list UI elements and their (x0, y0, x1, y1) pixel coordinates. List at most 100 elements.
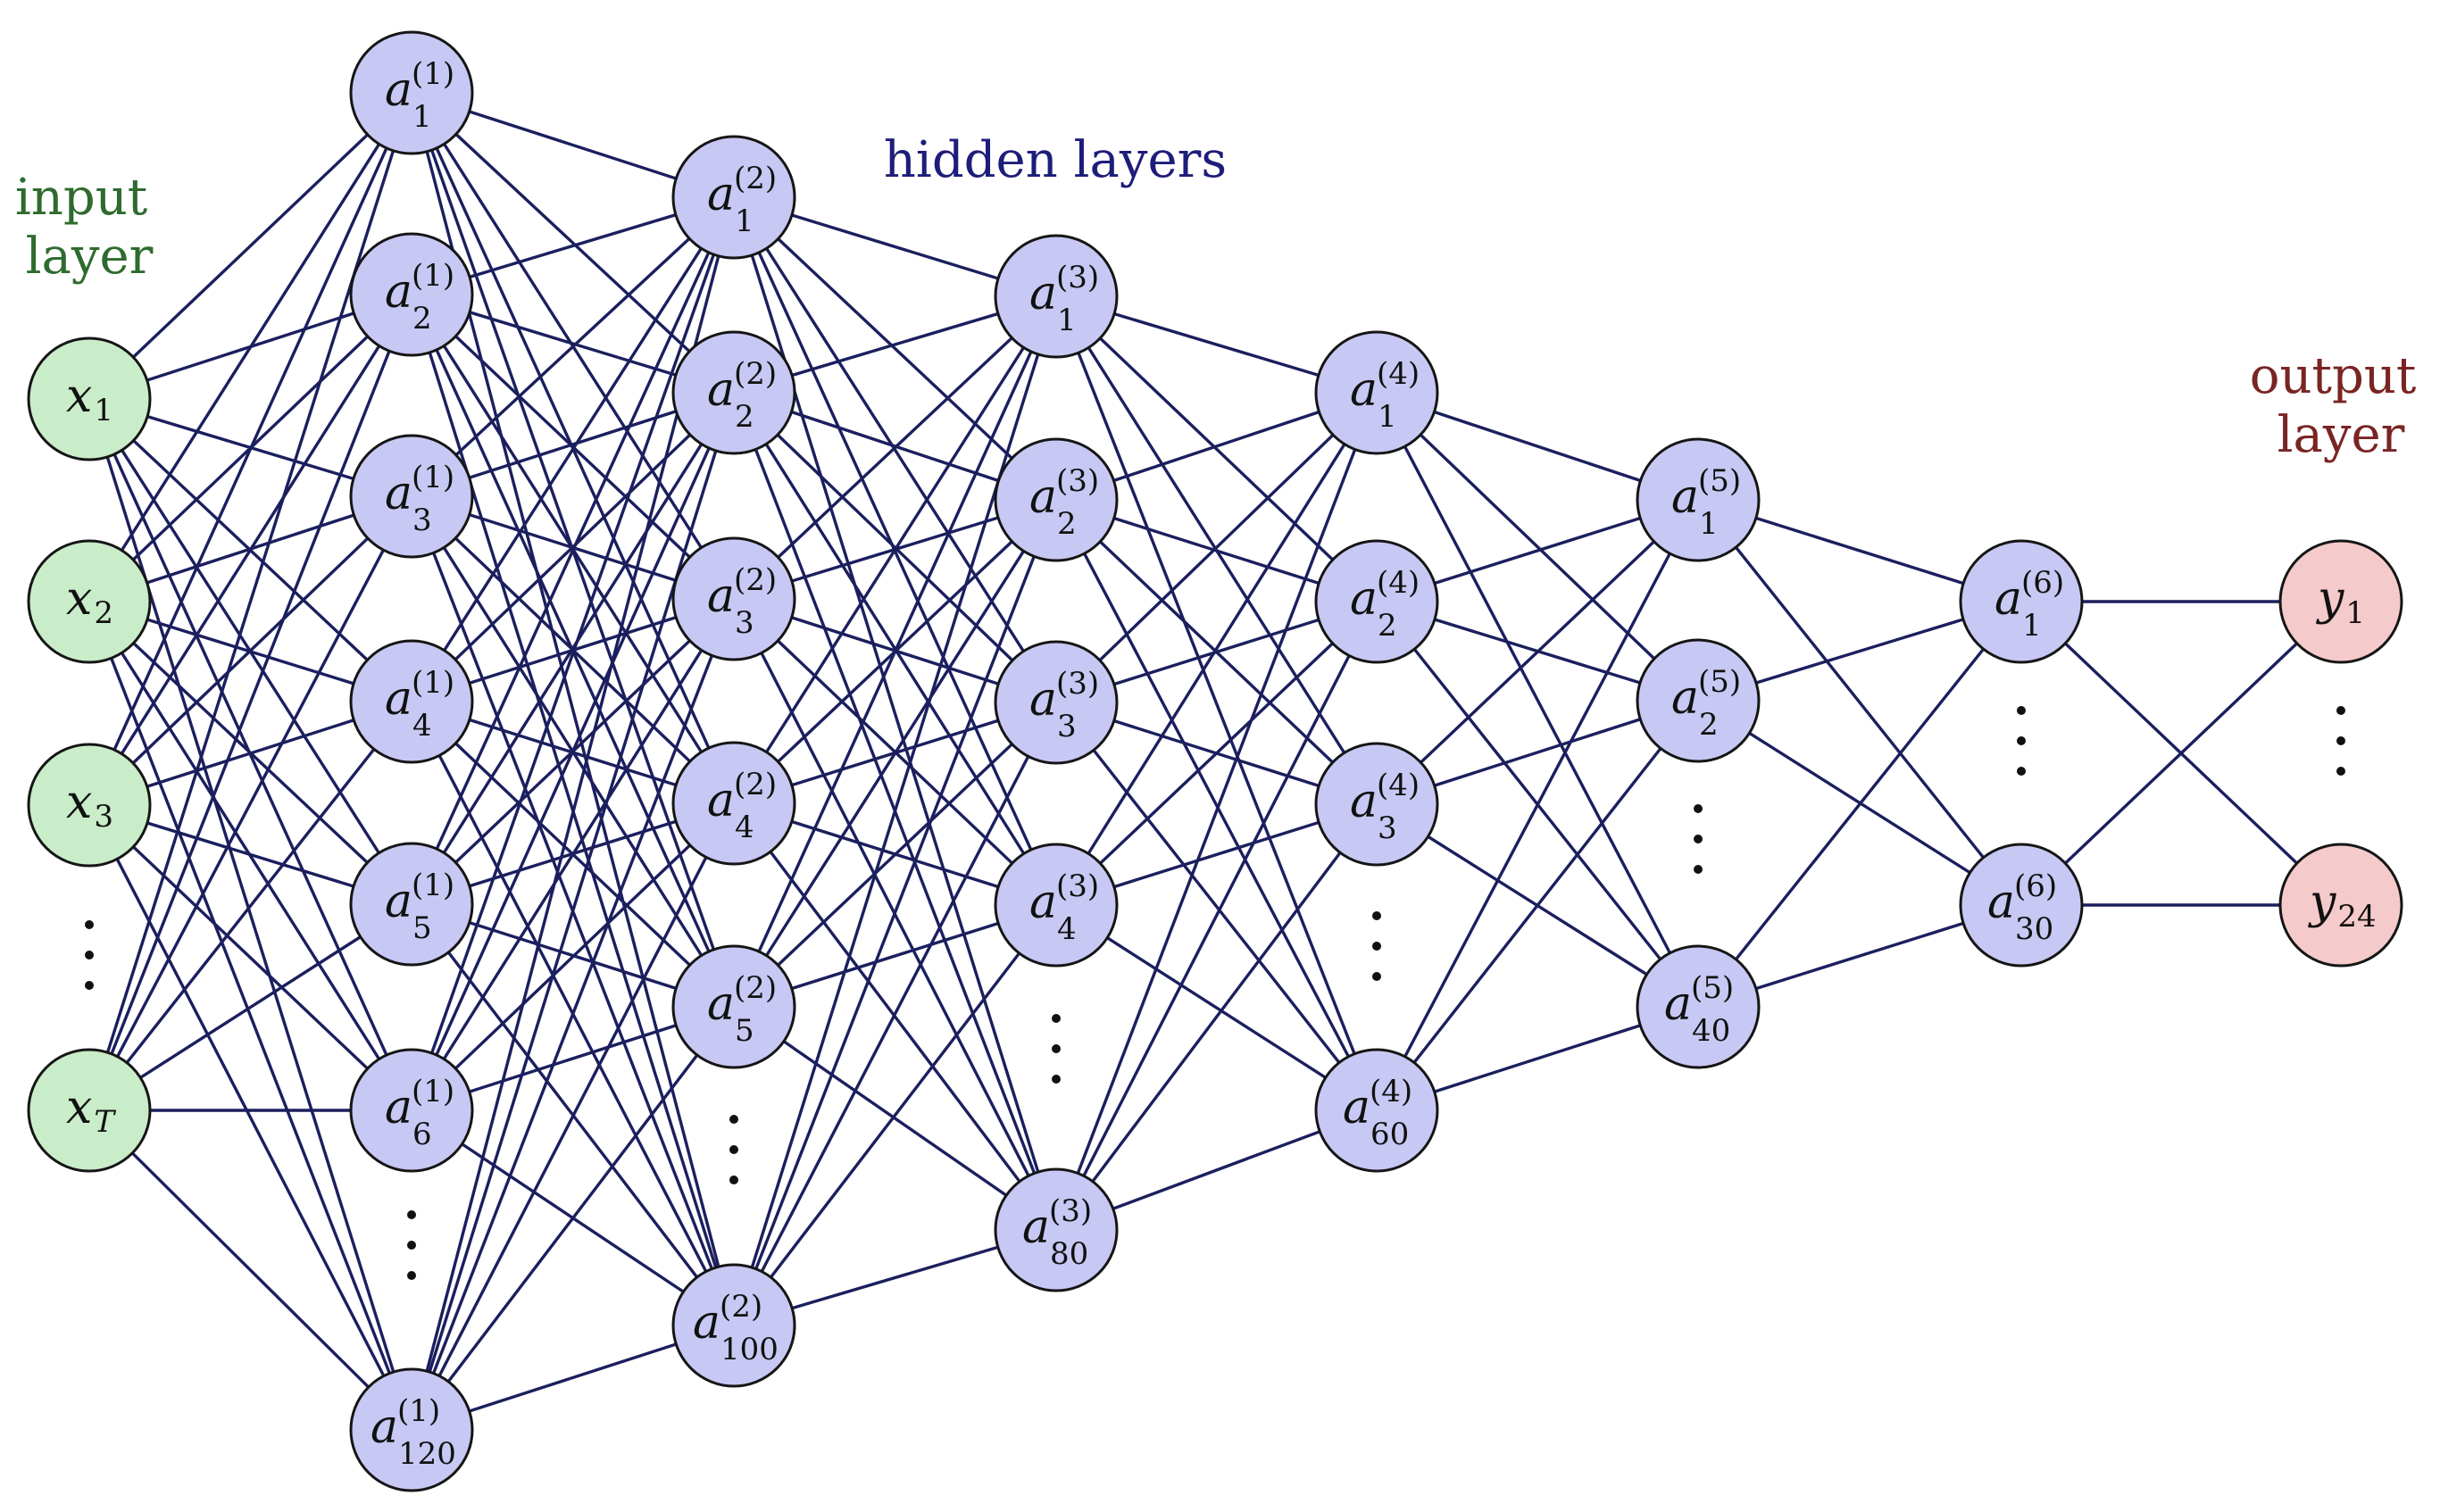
node-circle (27, 1048, 152, 1173)
node-circle (671, 741, 796, 866)
edge (732, 295, 1058, 601)
node-label: a (385, 672, 412, 726)
edge (732, 295, 1058, 1008)
node-hidden-3-1: a(3)1 (994, 234, 1119, 359)
edge (87, 495, 413, 1111)
node-variable: a (1671, 470, 1699, 524)
edge (732, 195, 1058, 502)
edge (410, 392, 736, 905)
edge (1054, 295, 1378, 1111)
edge (732, 903, 1058, 1327)
node-variable: a (1350, 572, 1378, 626)
node-label: a (1350, 572, 1378, 626)
node-superscript: (2) (720, 1289, 762, 1325)
edge (410, 598, 736, 1431)
node-input-2: x2 (27, 539, 152, 664)
edge (1375, 391, 1700, 702)
edge (1054, 600, 1378, 907)
node-variable: a (371, 1400, 398, 1454)
edge (87, 803, 413, 1112)
node-circle (349, 639, 474, 764)
node-input-1: x1 (27, 336, 152, 461)
node-variable: a (1664, 977, 1692, 1031)
node-subscript: 1 (1057, 303, 1077, 338)
node-superscript: (2) (734, 161, 777, 196)
edge (1054, 392, 1378, 906)
edge (87, 294, 413, 1111)
node-input-3: x3 (27, 743, 152, 868)
edge (1055, 903, 1378, 1112)
node-subscript: 1 (735, 204, 754, 239)
node-label: a (1671, 671, 1699, 725)
node-label: a (385, 265, 412, 319)
node-superscript: (2) (734, 767, 777, 802)
node-circle (994, 234, 1119, 359)
node-subscript: 60 (1370, 1117, 1409, 1152)
input-caption-line-1: input (15, 169, 148, 227)
edge (410, 196, 736, 702)
node-variable: a (1022, 1200, 1050, 1254)
node-hidden-6-30: a(6)30 (1959, 843, 2084, 968)
node-superscript: (1) (397, 1393, 440, 1429)
edge (88, 902, 412, 1112)
edge (1054, 295, 1378, 603)
node-label: a (707, 168, 735, 221)
edge (87, 1109, 413, 1432)
node-subscript: 2 (735, 399, 754, 435)
node-variable: a (385, 63, 412, 117)
node-label: a (707, 774, 735, 827)
node-label: a (1029, 673, 1057, 727)
edge (87, 91, 413, 401)
node-hidden-2-5: a(2)5 (671, 944, 796, 1069)
node-circle (1636, 944, 1761, 1069)
ellipsis-dot (1372, 942, 1381, 951)
node-hidden-5-40: a(5)40 (1636, 944, 1761, 1069)
node-label: a (1987, 876, 2015, 929)
node-superscript: (3) (1056, 260, 1099, 295)
ellipsis-dot (85, 981, 94, 990)
node-superscript: (5) (1691, 970, 1734, 1006)
node-circle (994, 843, 1119, 968)
ellipsis-hidden-4 (1372, 911, 1381, 981)
node-hidden-1-3: a(1)3 (349, 434, 474, 559)
edge (410, 196, 736, 1111)
node-hidden-3-4: a(3)4 (994, 843, 1119, 968)
node-subscript: 2 (1057, 506, 1077, 542)
node-superscript: (6) (2014, 868, 2057, 904)
node-label: a (1350, 363, 1378, 417)
node-variable: a (1350, 363, 1378, 417)
node-variable: a (1671, 671, 1699, 725)
edge (1696, 498, 2023, 907)
edge (410, 392, 736, 1111)
node-label: a (371, 1400, 398, 1454)
ellipsis-dot (85, 951, 94, 960)
edge (87, 804, 413, 1431)
node-hidden-4-2: a(4)2 (1314, 539, 1439, 664)
edge (1054, 601, 1378, 1231)
node-superscript: (1) (412, 665, 454, 701)
node-variable: a (707, 569, 735, 623)
node-label: a (385, 63, 412, 117)
node-label: a (1029, 876, 1057, 929)
node-superscript: (1) (412, 258, 454, 294)
node-subscript: 80 (1050, 1236, 1088, 1272)
node-label: a (385, 1081, 412, 1134)
ellipsis-dot (1052, 1044, 1061, 1053)
edge (87, 92, 413, 602)
node-hidden-1-1: a(1)1 (349, 30, 474, 155)
node-variable: x (66, 1081, 92, 1134)
node-subscript: 1 (1378, 399, 1397, 435)
node-hidden-1-4: a(1)4 (349, 639, 474, 764)
node-variable: a (385, 672, 412, 726)
ellipsis-dot (2017, 706, 2026, 715)
node-hidden-3-3: a(3)3 (994, 640, 1119, 765)
node-superscript: (4) (1370, 1074, 1412, 1109)
layer-captions: input layer hidden layers output layer (15, 131, 2417, 464)
node-circle (994, 1167, 1119, 1292)
edge (410, 598, 736, 1111)
node-subscript: 2 (94, 595, 113, 631)
node-circle (671, 1263, 796, 1388)
edge (2019, 600, 2343, 907)
node-variable: a (1987, 876, 2015, 929)
edge (410, 91, 736, 395)
